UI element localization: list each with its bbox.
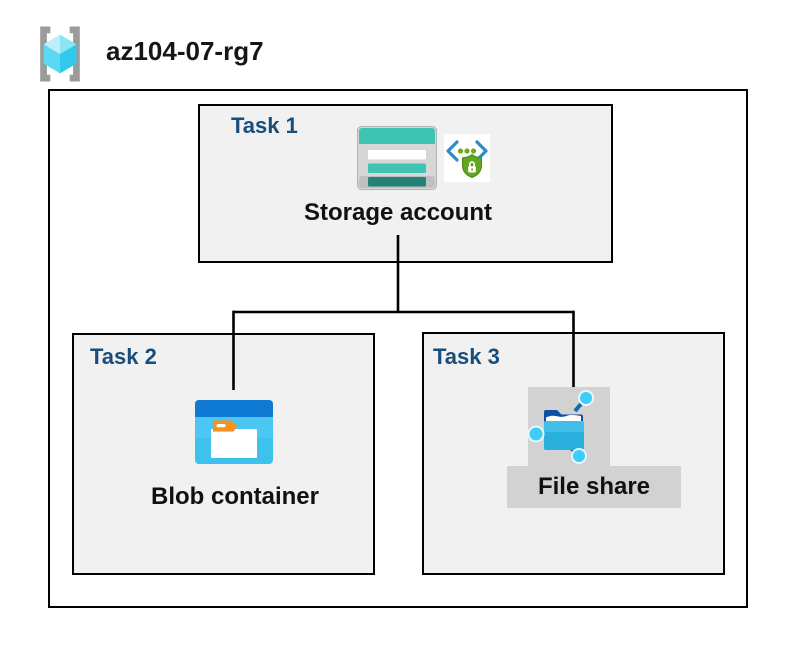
sas-security-icon (444, 134, 490, 182)
file-share-label: File share (537, 473, 651, 500)
storage-account-icon (357, 126, 437, 190)
blob-container-label: Blob container (150, 483, 319, 510)
task2-label: Task 2 (90, 344, 157, 369)
file-share-label-band: File share (507, 466, 681, 508)
blob-container-icon (195, 400, 273, 464)
storage-account-label: Storage account (303, 199, 493, 226)
task3-label: Task 3 (433, 344, 500, 369)
task1-label: Task 1 (231, 113, 298, 138)
resource-group-name: az104-07-rg7 (106, 36, 264, 66)
resource-group-icon (40, 26, 80, 82)
file-share-icon (528, 390, 594, 464)
